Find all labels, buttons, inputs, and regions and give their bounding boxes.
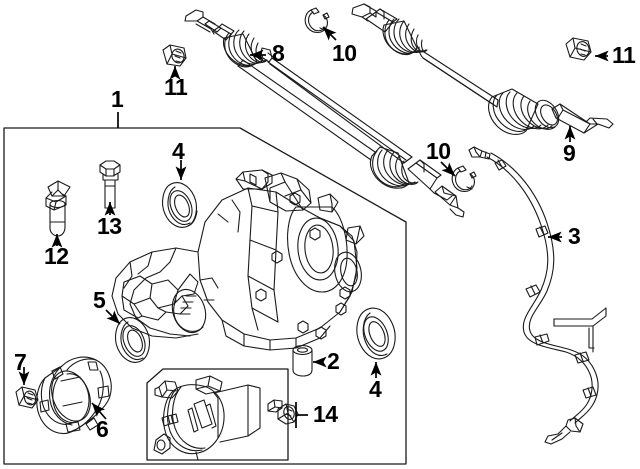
part-mount-bracket — [153, 375, 261, 461]
part-speed-sensor — [45, 180, 71, 237]
part-pinion-nut — [15, 386, 39, 409]
callout-7[interactable]: 7 — [14, 349, 27, 375]
callout-4-lower[interactable]: 4 — [369, 376, 382, 402]
part-snap-ring-lower — [451, 165, 477, 193]
callout-10-lower[interactable]: 10 — [426, 138, 451, 164]
leader-5 — [105, 309, 121, 325]
part-mounting-bolt — [99, 160, 121, 209]
part-axle-nut-right — [565, 37, 592, 61]
part-bushing-spacer — [292, 344, 313, 377]
callout-13[interactable]: 13 — [97, 213, 122, 239]
leader-10-upper — [322, 26, 337, 41]
part-differential-housing — [111, 169, 365, 351]
leader-6 — [91, 402, 107, 420]
part-pinion-seal — [115, 317, 150, 363]
callout-5[interactable]: 5 — [93, 287, 106, 313]
leader-10-lower — [440, 161, 456, 177]
callout-9[interactable]: 9 — [563, 140, 576, 166]
callout-4-upper[interactable]: 4 — [172, 138, 185, 164]
part-snap-ring-upper — [304, 7, 330, 34]
part-axle-nut-left — [162, 44, 187, 67]
callout-2[interactable]: 2 — [327, 348, 340, 374]
part-axle-seal-lower — [356, 307, 396, 360]
callout-11-right[interactable]: 11 — [612, 42, 636, 68]
callout-6[interactable]: 6 — [96, 416, 109, 442]
callout-12[interactable]: 12 — [44, 243, 69, 269]
callout-10-upper[interactable]: 10 — [332, 40, 357, 66]
part-cv-axle-left-upper — [184, 9, 413, 164]
part-axle-seal-upper — [162, 182, 198, 228]
callout-8[interactable]: 8 — [272, 40, 285, 66]
part-vent-hose — [468, 146, 607, 445]
group-box-main-assembly — [3, 127, 407, 465]
callout-3[interactable]: 3 — [568, 223, 581, 249]
callout-1[interactable]: 1 — [111, 86, 124, 112]
callout-14[interactable]: 14 — [313, 401, 338, 427]
callout-11-left[interactable]: 11 — [164, 74, 188, 100]
part-axle-shaft-right — [351, 3, 614, 135]
part-bracket-bolt — [267, 399, 299, 425]
part-cv-axle-left-lower — [237, 59, 465, 218]
